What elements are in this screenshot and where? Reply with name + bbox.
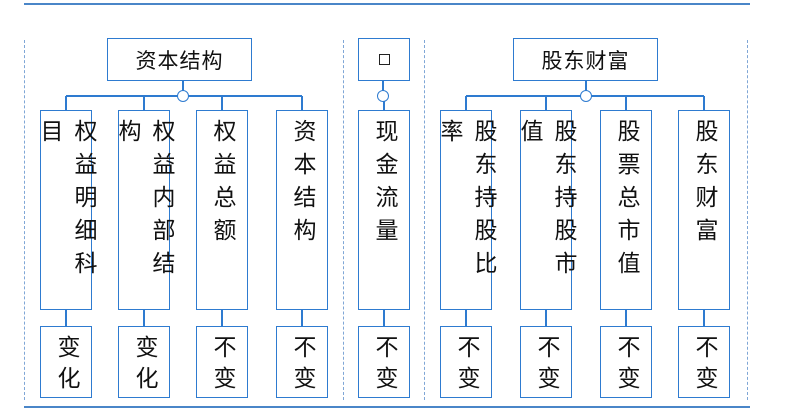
group-header-label: 股东财富 bbox=[541, 48, 630, 73]
item-label: 股东持股市值 bbox=[516, 119, 576, 284]
status-label: 不变 bbox=[613, 335, 639, 397]
item-label: 现金流量 bbox=[371, 119, 397, 251]
item-box: 股东持股比率 bbox=[436, 110, 496, 310]
branch-drop bbox=[383, 96, 385, 110]
group-header-0: 资本结构 bbox=[107, 38, 252, 81]
item-box: 股东持股市值 bbox=[516, 110, 576, 310]
status-box: 不变 bbox=[600, 326, 652, 398]
item-label: 权益内部结构 bbox=[114, 119, 174, 284]
junction-node bbox=[377, 90, 389, 102]
branch-drop bbox=[65, 96, 67, 110]
status-connector bbox=[465, 310, 467, 326]
status-box: 不变 bbox=[358, 326, 410, 398]
item-label: 股东持股比率 bbox=[436, 119, 496, 284]
status-label: 不变 bbox=[289, 335, 315, 397]
status-label: 不变 bbox=[453, 335, 479, 397]
status-connector bbox=[703, 310, 705, 326]
status-connector bbox=[625, 310, 627, 326]
status-box: 不变 bbox=[440, 326, 492, 398]
branch-drop bbox=[221, 96, 223, 110]
item-box: 股东财富 bbox=[678, 110, 730, 310]
status-label: 不变 bbox=[371, 335, 397, 397]
group-header-label: 资本结构 bbox=[135, 48, 224, 73]
item-label: 股东财富 bbox=[691, 119, 717, 251]
status-label: 不变 bbox=[691, 335, 717, 397]
status-label: 不变 bbox=[209, 335, 235, 397]
status-label: 变化 bbox=[131, 335, 157, 397]
divider-right bbox=[747, 40, 748, 400]
status-box: 不变 bbox=[678, 326, 730, 398]
status-label: 不变 bbox=[533, 335, 559, 397]
item-box: 现金流量 bbox=[358, 110, 410, 310]
status-box: 变化 bbox=[40, 326, 92, 398]
status-label: 变化 bbox=[53, 335, 79, 397]
status-box: 变化 bbox=[118, 326, 170, 398]
divider-mid-1 bbox=[343, 40, 344, 400]
status-connector bbox=[301, 310, 303, 326]
junction-node bbox=[177, 90, 189, 102]
header-stem bbox=[382, 81, 384, 96]
status-box: 不变 bbox=[196, 326, 248, 398]
branch-drop bbox=[301, 96, 303, 110]
header-stem bbox=[585, 81, 587, 96]
status-connector bbox=[65, 310, 67, 326]
branch-drop bbox=[625, 96, 627, 110]
branch-drop bbox=[465, 96, 467, 110]
item-box: 权益内部结构 bbox=[114, 110, 174, 310]
header-stem bbox=[182, 81, 184, 96]
item-box: 权益明细科目 bbox=[36, 110, 96, 310]
square-icon bbox=[378, 54, 390, 65]
status-box: 不变 bbox=[520, 326, 572, 398]
bottom-rule bbox=[24, 406, 750, 408]
divider-mid-2 bbox=[424, 40, 425, 400]
status-connector bbox=[221, 310, 223, 326]
status-connector bbox=[143, 310, 145, 326]
branch-drop bbox=[143, 96, 145, 110]
status-box: 不变 bbox=[276, 326, 328, 398]
divider-left bbox=[24, 40, 25, 400]
item-box: 资本结构 bbox=[276, 110, 328, 310]
item-label: 权益明细科目 bbox=[36, 119, 96, 284]
junction-node bbox=[580, 90, 592, 102]
group-header-2: 股东财富 bbox=[513, 38, 658, 81]
item-box: 权益总额 bbox=[196, 110, 248, 310]
item-label: 资本结构 bbox=[289, 119, 315, 251]
group-header-1 bbox=[358, 38, 410, 81]
branch-drop bbox=[545, 96, 547, 110]
status-connector bbox=[383, 310, 385, 326]
item-box: 股票总市值 bbox=[600, 110, 652, 310]
branch-drop bbox=[703, 96, 705, 110]
item-label: 股票总市值 bbox=[613, 119, 639, 284]
top-rule bbox=[24, 3, 750, 5]
status-connector bbox=[545, 310, 547, 326]
item-label: 权益总额 bbox=[209, 119, 235, 251]
